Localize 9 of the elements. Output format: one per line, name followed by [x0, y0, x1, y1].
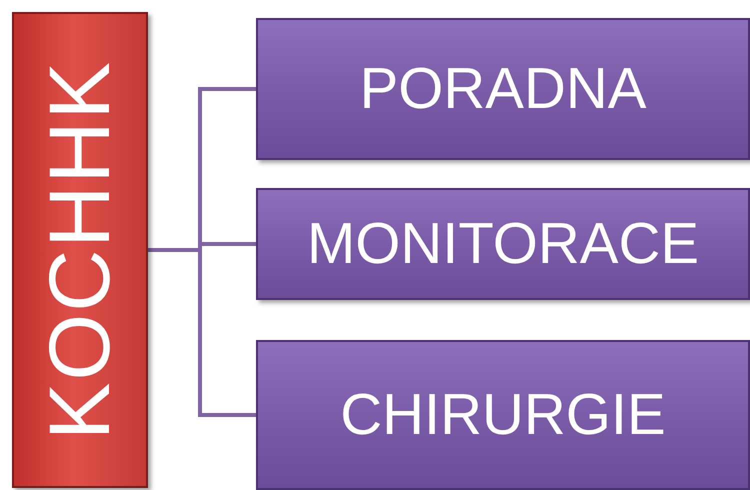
- category-box: [256, 18, 750, 160]
- root-label: KOCHHK: [37, 60, 123, 440]
- category-label: MONITORACE: [306, 215, 700, 273]
- category-label: PORADNA: [360, 60, 646, 118]
- category-box: [256, 188, 750, 300]
- category-label: CHIRURGIE: [340, 386, 666, 444]
- connector-line: [148, 248, 256, 417]
- root-box: [12, 12, 148, 488]
- category-box: [256, 340, 750, 490]
